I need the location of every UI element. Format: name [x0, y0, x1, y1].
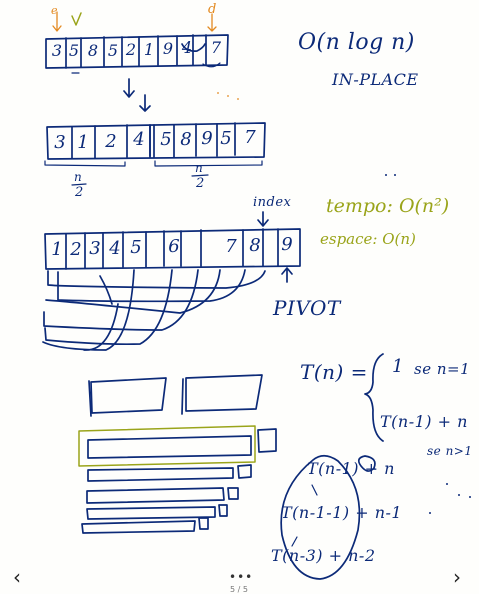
sorted-cell: 8 [249, 235, 261, 256]
sorted-cell: 7 [225, 236, 237, 257]
in-place-label: IN-PLACE [332, 70, 419, 89]
partition-blocks [88, 374, 263, 417]
sorted-cell: 5 [130, 237, 142, 258]
top-array-cell: 4 [181, 38, 193, 57]
sorted-cell: 9 [281, 234, 293, 255]
split-array-box [44, 122, 266, 186]
sorted-cell: 4 [109, 238, 121, 259]
space-complexity-note: espace: O(n) [320, 230, 416, 248]
highlighted-bar [78, 425, 256, 467]
more-horizontal-icon[interactable]: ••• [229, 570, 254, 584]
split-right-cell: 5 [220, 128, 232, 149]
sorted-cell: 6 [168, 236, 180, 257]
top-array-cell: 2 [125, 40, 137, 59]
right-half-denominator: 2 [196, 176, 205, 191]
sorted-cell: 1 [51, 239, 63, 260]
stacked-bars [81, 428, 277, 534]
left-half-numerator: n [74, 170, 83, 184]
sorted-array-box [44, 211, 301, 283]
marker-d: d [208, 2, 217, 17]
split-right-cell: 7 [244, 127, 256, 148]
split-left-cell: 2 [105, 131, 117, 152]
split-right-cell: 8 [180, 129, 192, 150]
pivot-label: PIVOT [273, 296, 341, 320]
expansion-line-1: T(n-1) + n [307, 459, 395, 478]
left-half-denominator: 2 [75, 185, 84, 200]
split-left-cell: 3 [54, 132, 66, 153]
expansion-line-3: T(n-3) + n-2 [271, 546, 376, 565]
recurrence-case2-condition: se n>1 [427, 444, 473, 458]
page-indicator: 5 / 5 [230, 585, 248, 594]
recursion-curves [42, 269, 266, 351]
split-left-cell: 1 [77, 132, 89, 153]
top-array-box [45, 34, 229, 74]
pivot-cell: 4 [133, 129, 145, 150]
sorted-cell: 3 [89, 238, 101, 259]
ink-dots [217, 92, 471, 514]
recurrence-brace [364, 353, 384, 442]
time-complexity-note: tempo: O(n²) [326, 195, 450, 217]
down-arrow [123, 78, 151, 112]
top-array-cell: 8 [87, 41, 99, 60]
orange-marker-arrows [52, 11, 217, 32]
expansion-line-2: T(n-1-1) + n-1 [281, 503, 403, 522]
recurrence-case2-value: T(n-1) + n [380, 412, 468, 431]
top-array-cell: 5 [107, 41, 119, 60]
chevron-right-icon[interactable]: › [453, 565, 461, 589]
recurrence-lhs: T(n) = [300, 360, 368, 384]
recurrence-case1-value: 1 [392, 356, 404, 377]
right-half-numerator: n [195, 161, 204, 175]
top-array-cell: 3 [51, 41, 63, 60]
chevron-left-icon[interactable]: ‹ [13, 565, 21, 589]
top-array-cell: 5 [68, 41, 80, 60]
green-check-marker [71, 12, 82, 26]
marker-e: e [51, 4, 58, 17]
index-label: index [253, 195, 292, 210]
split-right-cell: 9 [201, 128, 213, 149]
split-right-cell: 5 [160, 129, 172, 150]
top-array-cell: 7 [210, 38, 222, 57]
top-array-cell: 9 [162, 39, 174, 58]
big-o-heading: O(n log n) [298, 30, 415, 55]
expansion-ellipse [280, 454, 376, 580]
top-array-cell: 1 [143, 40, 155, 59]
recurrence-case1-condition: se n=1 [414, 360, 471, 378]
sorted-cell: 2 [70, 239, 82, 260]
